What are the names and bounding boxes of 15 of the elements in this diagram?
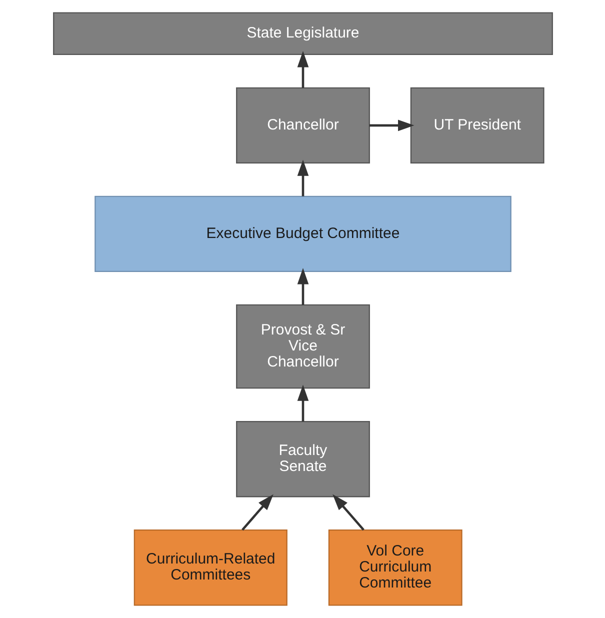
arrow [241, 494, 273, 531]
arrow [368, 120, 414, 132]
node-box: Provost & Sr Vice Chancellor [236, 304, 370, 389]
node-box: Faculty Senate [236, 421, 370, 498]
node-box: Vol Core Curriculum Committee [328, 530, 462, 606]
arrow [296, 51, 308, 88]
arrow [332, 494, 364, 531]
arrow [296, 268, 308, 305]
arrow [296, 160, 308, 196]
node-box: State Legislature [52, 12, 552, 55]
node-box: UT President [410, 87, 544, 164]
node-box: Chancellor [236, 87, 370, 164]
node-box: Curriculum-Related Committees [133, 530, 287, 606]
arrow [296, 384, 308, 422]
node-box: Executive Budget Committee [94, 196, 511, 272]
